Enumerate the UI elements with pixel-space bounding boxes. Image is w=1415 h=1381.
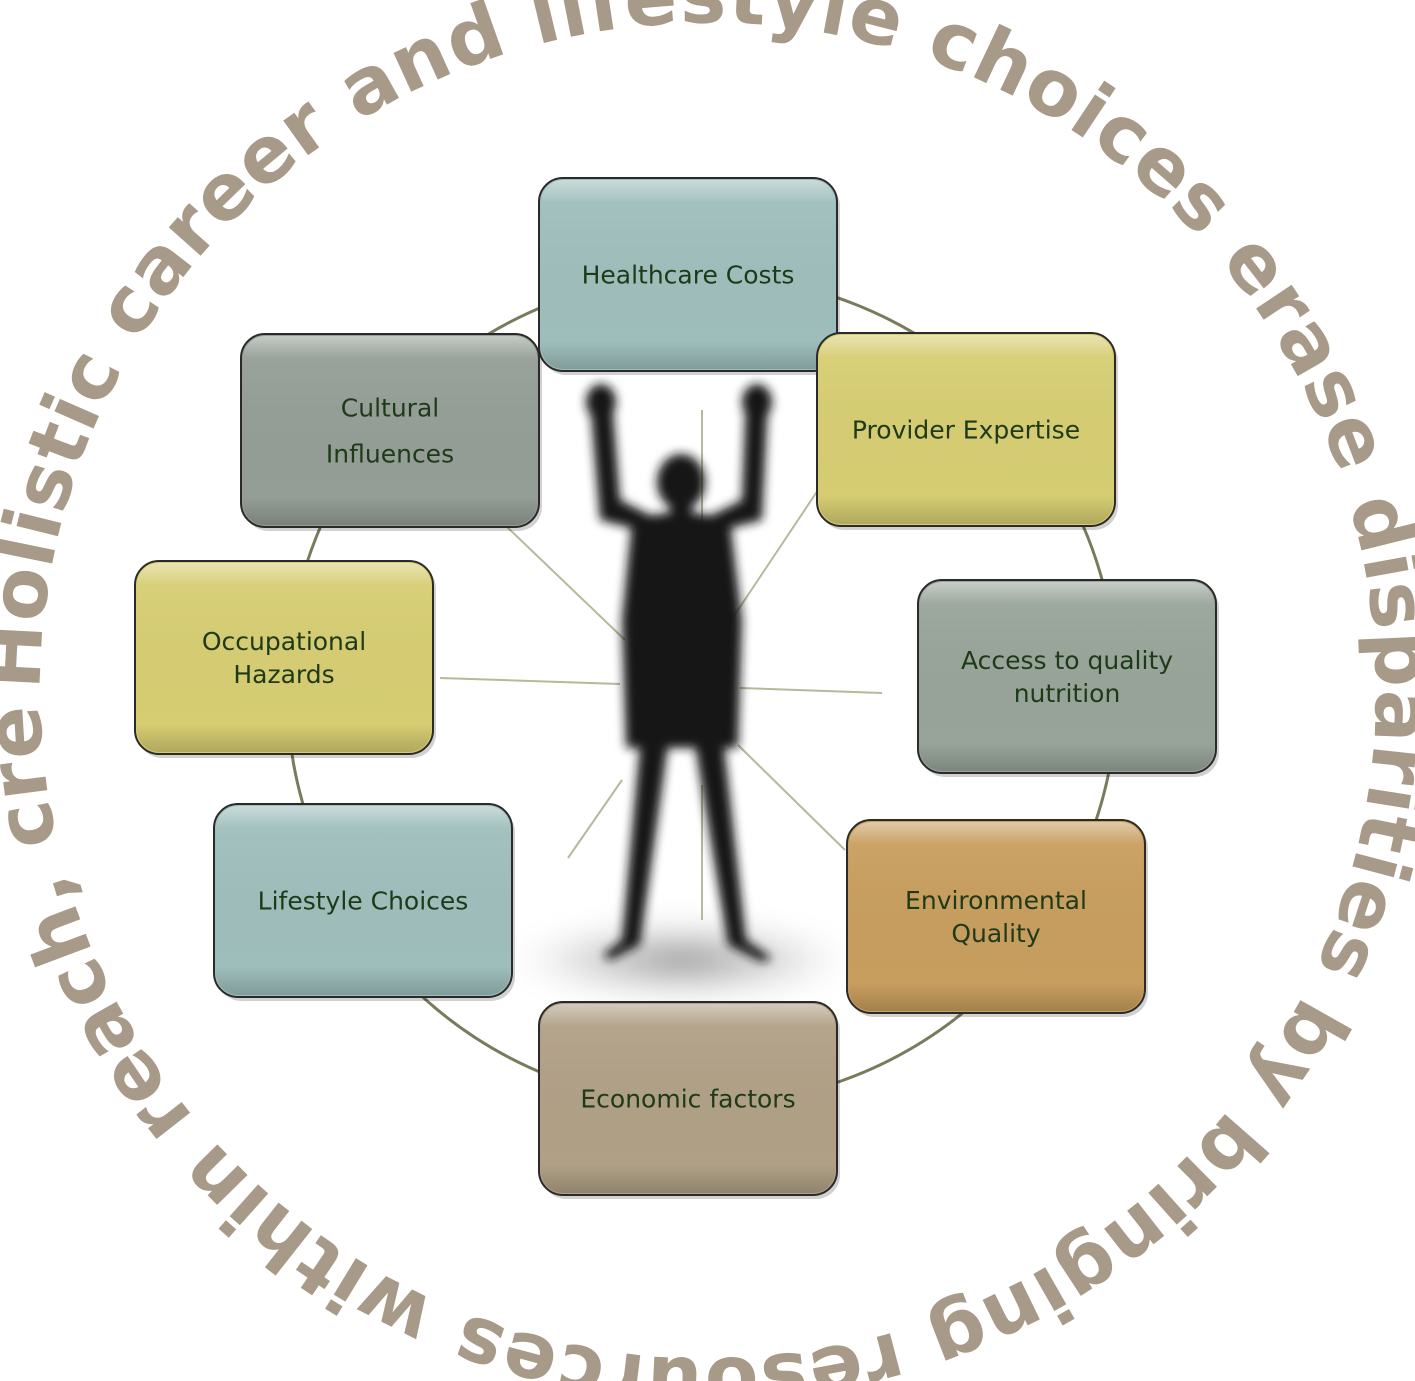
box-label: Cultural (341, 394, 439, 423)
spoke (727, 489, 819, 626)
box-label: Quality (951, 919, 1041, 948)
box-label: Hazards (233, 660, 334, 689)
spoke (504, 524, 626, 641)
floor-shadow (492, 915, 872, 1005)
box-label: Healthcare Costs (582, 261, 795, 290)
factor-box-lifestyle-choices: Lifestyle Choices (213, 803, 515, 1001)
box-highlight (819, 335, 1113, 524)
box-highlight (243, 336, 537, 525)
factor-box-access-nutrition: Access to quality nutrition (917, 579, 1219, 777)
spoke (739, 687, 883, 694)
factor-box-provider-expertise: Provider Expertise (816, 332, 1118, 530)
box-highlight (849, 822, 1143, 1011)
box-highlight (216, 806, 510, 995)
box-label: Environmental (905, 886, 1087, 915)
box-label: Influences (326, 440, 454, 469)
spoke (439, 677, 621, 685)
box-highlight (541, 180, 835, 369)
box-highlight (920, 582, 1214, 771)
box-label: Access to quality (961, 646, 1173, 675)
box-label: Provider Expertise (852, 416, 1080, 445)
box-label: Occupational (202, 627, 366, 656)
box-label: Economic factors (580, 1085, 795, 1114)
factor-box-economic-factors: Economic factors (538, 1001, 840, 1199)
box-label: nutrition (1014, 679, 1121, 708)
person-arms-raised-silhouette-icon (492, 384, 872, 1005)
factor-box-healthcare-costs: Healthcare Costs (538, 177, 840, 375)
box-highlight (541, 1004, 835, 1193)
spoke (567, 779, 623, 859)
spoke (737, 744, 846, 851)
box-highlight (137, 563, 431, 752)
box-label: Lifestyle Choices (258, 887, 469, 916)
